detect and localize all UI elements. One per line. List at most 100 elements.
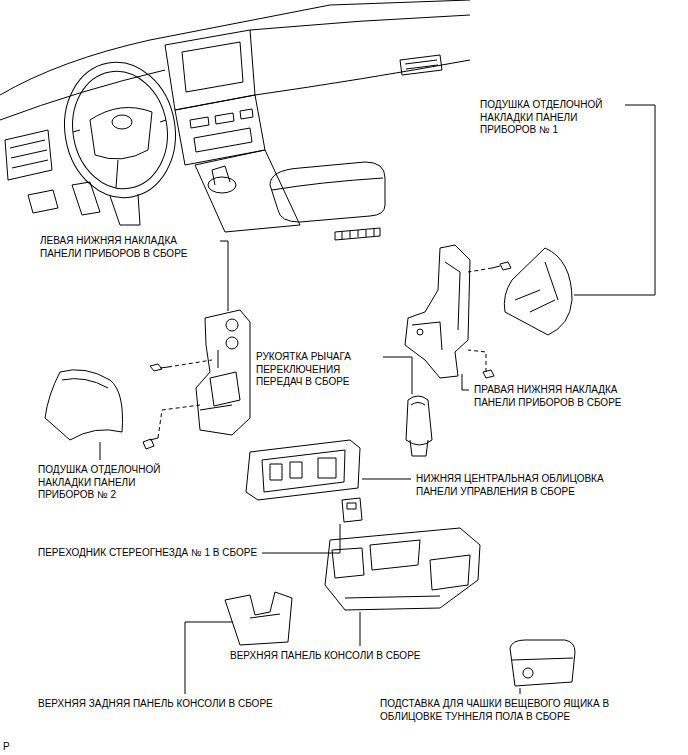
part-label: ПРАВАЯ НИЖНЯЯ НАКЛАДКА ПАНЕЛИ ПРИБОРОВ В…: [474, 384, 654, 409]
dashboard-sketch: [194, 128, 252, 152]
console-upper-panel: [325, 528, 480, 610]
shift-knob: [406, 396, 432, 456]
dashboard-sketch: [112, 115, 132, 129]
screw: [500, 262, 511, 270]
screw: [143, 439, 154, 449]
console-upper-panel: [325, 528, 480, 610]
console-upper-panel: [370, 540, 420, 570]
dashboard-sketch: [72, 182, 100, 215]
screw: [468, 350, 486, 372]
cup-holder-box: [512, 658, 573, 660]
left-lower-trim: [226, 319, 238, 331]
shift-knob: [410, 440, 428, 456]
part-label: ВЕРХНЯЯ ПАНЕЛЬ КОНСОЛИ В СБОРЕ: [230, 650, 420, 663]
dashboard-sketch: [28, 190, 58, 213]
leader-line: [220, 241, 228, 311]
figure-code: P: [3, 741, 10, 754]
leader-line: [360, 612, 361, 646]
leader-line: [383, 357, 412, 394]
right-lower-trim: [412, 262, 460, 350]
console-rear-panel: [225, 592, 292, 645]
part-label: РУКОЯТКА РЫЧАГА ПЕРЕКЛЮЧЕНИЯ ПЕРЕДАЧ В С…: [256, 351, 378, 389]
shift-knob: [406, 396, 432, 445]
screw: [158, 405, 200, 438]
cushion-no1: [504, 248, 572, 335]
screw: [160, 367, 168, 368]
right-lower-trim: [417, 329, 423, 335]
leader-line: [100, 442, 101, 460]
dashboard-sketch: [73, 120, 166, 188]
dashboard-sketch: [190, 117, 209, 128]
cushion-no2: [62, 379, 108, 388]
dashboard-sketch: [175, 95, 265, 165]
dashboard-sketch: [250, 15, 470, 30]
dashboard-sketch: [5, 130, 52, 180]
dashboard-sketch: [212, 166, 230, 185]
part-label: ВЕРХНЯЯ ЗАДНЯЯ ПАНЕЛЬ КОНСОЛИ В СБОРЕ: [38, 698, 273, 711]
dashboard-sketch: [0, 70, 165, 120]
cup-holder-box: [510, 640, 575, 686]
cup-holder-box: [523, 668, 533, 678]
screw: [492, 266, 500, 268]
left-lower-trim: [210, 372, 240, 406]
screw: [483, 370, 494, 378]
part-label: ПОДУШКА ОТДЕЛОЧНОЙ НАКЛАДКИ ПАНЕЛИ ПРИБО…: [480, 99, 620, 137]
dashboard-sketch: [0, 0, 470, 95]
center-lower-trim: [262, 450, 345, 492]
dashboard-sketch: [240, 109, 253, 119]
center-lower-trim: [246, 440, 360, 500]
cushion-no2: [45, 370, 123, 440]
stereo-jack: [347, 503, 356, 509]
screw: [168, 360, 212, 367]
stereo-jack: [342, 498, 362, 522]
dashboard-sketch: [405, 60, 438, 69]
leader-line: [462, 374, 469, 390]
dashboard-sketch: [400, 55, 442, 75]
shift-knob: [411, 403, 425, 406]
screw: [143, 360, 212, 449]
console-rear-panel: [225, 592, 292, 645]
center-lower-trim: [318, 458, 336, 478]
center-lower-trim: [290, 462, 302, 478]
left-lower-trim: [196, 310, 250, 435]
dashboard-sketch: [63, 64, 176, 197]
dashboard-sketch: [195, 150, 300, 232]
dashboard-sketch: [255, 60, 470, 95]
leader-line: [574, 105, 655, 295]
console-upper-panel: [345, 596, 440, 598]
cushion-no1: [504, 248, 572, 335]
cup-holder-box: [510, 640, 575, 686]
cushion-no1: [515, 262, 558, 312]
right-lower-trim: [405, 245, 470, 378]
leader-line: [520, 688, 521, 694]
part-label: ПЕРЕХОДНИК СТЕРЕОГНЕЗДА № 1 В СБОРЕ: [38, 547, 257, 560]
dashboard-sketch: [335, 228, 380, 240]
dashboard-sketch: [270, 162, 385, 222]
screw: [150, 438, 158, 440]
dashboard-sketch: [342, 229, 374, 239]
part-label: НИЖНЯЯ ЦЕНТРАЛЬНАЯ ОБЛИЦОВКА ПАНЕЛИ УПРА…: [416, 473, 636, 498]
screw: [468, 262, 511, 378]
part-label: ПОДСТАВКА ДЛЯ ЧАШКИ ВЕЩЕВОГО ЯЩИКА В ОБЛ…: [380, 698, 640, 723]
cushion-no2: [45, 370, 123, 440]
leader-line: [362, 479, 411, 480]
right-lower-trim: [405, 245, 470, 378]
dashboard-sketch: [90, 108, 152, 160]
left-lower-trim: [226, 337, 238, 349]
leader-line: [185, 622, 232, 694]
dashboard-sketch: [10, 140, 48, 168]
dashboard-sketch: [215, 113, 234, 124]
dashboard-sketch: [182, 42, 243, 92]
center-lower-trim: [246, 440, 360, 500]
leader-line: [262, 524, 340, 553]
console-upper-panel: [430, 555, 470, 590]
dashboard-sketch: [272, 178, 383, 190]
part-label: ПОДУШКА ОТДЕЛОЧНОЙ НАКЛАДКИ ПАНЕЛИ ПРИБО…: [38, 464, 178, 502]
dashboard-sketch: [208, 177, 236, 193]
part-label: ЛЕВАЯ НИЖНЯЯ НАКЛАДКА ПАНЕЛИ ПРИБОРОВ В …: [40, 235, 215, 260]
left-lower-trim: [196, 310, 250, 435]
console-rear-panel: [250, 614, 280, 618]
left-lower-trim: [200, 350, 232, 410]
dashboard-sketch: [110, 194, 140, 225]
